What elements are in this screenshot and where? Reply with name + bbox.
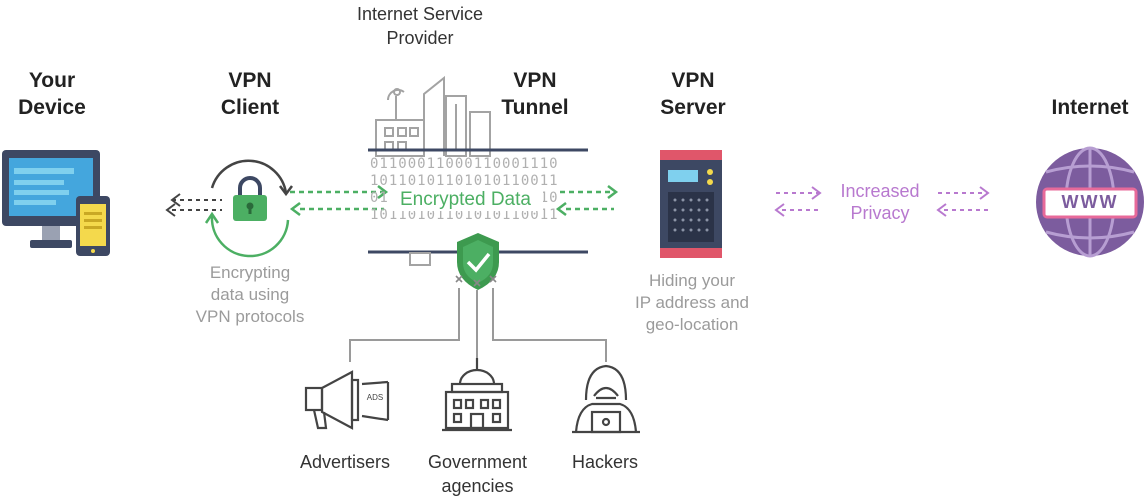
ads-label: ADS	[366, 393, 384, 402]
stage-server-line-2: Server	[660, 96, 726, 119]
government-line-1: Government	[427, 452, 528, 472]
encrypted-flow-arrows	[289, 185, 619, 216]
stage-device-heading: Your Device	[0, 67, 104, 121]
client-caption-2: data using	[210, 285, 290, 304]
stage-device-line-2: Device	[18, 96, 86, 119]
server-rack-icon	[660, 150, 722, 258]
server-caption-3: geo-location	[645, 315, 739, 334]
client-caption: Encrypting data using VPN protocols	[170, 262, 330, 328]
privacy-line-1: Increased	[840, 181, 920, 201]
stage-internet-line-1: Internet	[1051, 96, 1129, 119]
privacy-arrows	[774, 186, 990, 217]
isp-line-2: Provider	[386, 28, 454, 48]
city-buildings-icon	[375, 75, 491, 157]
stage-tunnel-line-2: Tunnel	[501, 96, 569, 119]
server-caption: Hiding your IP address and geo-location	[612, 270, 772, 336]
computer-phone-icon	[2, 150, 110, 256]
threat-advertisers-label: Advertisers	[280, 450, 410, 474]
stage-tunnel-heading: VPN Tunnel	[485, 67, 585, 121]
device-client-arrows	[165, 193, 222, 217]
stage-tunnel-line-1: VPN	[513, 69, 557, 92]
government-line-2: agencies	[441, 476, 514, 496]
binary-row-1: 01100011000110001110	[370, 156, 559, 172]
hooded-hacker-icon	[572, 364, 640, 434]
hackers-line-1: Hackers	[571, 452, 638, 472]
government-building-icon	[442, 358, 512, 432]
shield-check-icon	[457, 233, 499, 290]
privacy-line-2: Privacy	[850, 203, 910, 223]
stage-server-line-1: VPN	[671, 69, 715, 92]
advertisers-line-1: Advertisers	[299, 452, 391, 472]
megaphone-icon	[304, 370, 390, 430]
padlock-cycle-icon	[204, 159, 293, 258]
client-caption-1: Encrypting	[209, 263, 291, 282]
www-label: WWW	[1061, 192, 1119, 212]
stage-internet-heading: Internet	[1035, 94, 1145, 121]
blocked-x-marks	[455, 275, 497, 287]
stage-device-line-1: Your	[28, 69, 76, 92]
stage-client-line-2: Client	[220, 96, 280, 119]
server-caption-1: Hiding your	[649, 271, 735, 290]
threat-hackers-label: Hackers	[555, 450, 655, 474]
globe-www-icon	[1036, 146, 1144, 258]
isp-label: Internet Service Provider	[330, 2, 510, 50]
stage-server-heading: VPN Server	[643, 67, 743, 121]
client-caption-3: VPN protocols	[195, 307, 305, 326]
binary-row-2: 10110101101010110011	[370, 173, 559, 189]
threat-connectors	[349, 288, 607, 362]
encrypted-data-label: Encrypted Data	[388, 189, 543, 211]
server-caption-2: IP address and	[634, 293, 750, 312]
threat-government-label: Government agencies	[405, 450, 550, 498]
binary-row-4: 10110101101010110011	[370, 207, 559, 223]
isp-line-1: Internet Service	[356, 4, 484, 24]
stage-client-heading: VPN Client	[200, 67, 300, 121]
increased-privacy-label: Increased Privacy	[822, 180, 938, 224]
stage-client-line-1: VPN	[228, 69, 272, 92]
